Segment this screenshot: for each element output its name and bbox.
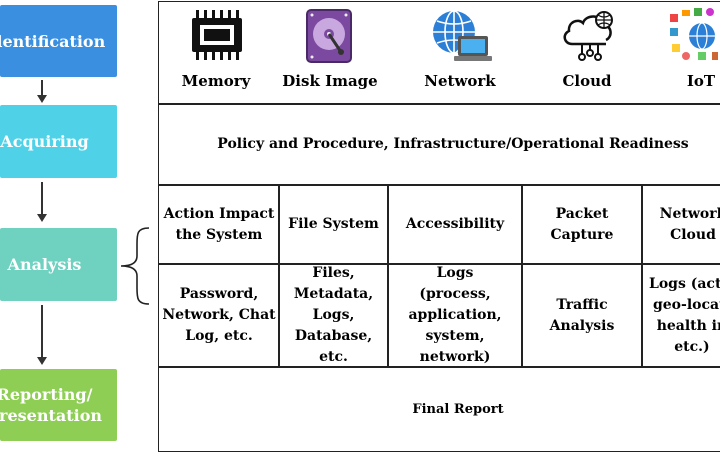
header-line: Cloud (670, 226, 716, 243)
cloud-icon (563, 11, 613, 61)
stage-acquiring: Acquiring (0, 105, 117, 178)
analysis-header: Action Impact the System (160, 186, 278, 263)
detail-line: Logs (activ (649, 275, 720, 292)
detail-line: Password, (179, 286, 259, 302)
divider (278, 184, 280, 367)
source-label-network: Network (424, 72, 496, 90)
divider (641, 184, 643, 367)
detail-line: application, (408, 307, 502, 323)
analysis-header: Accessibility (389, 186, 521, 263)
arrow-down-icon (36, 305, 48, 367)
stage-label: Identification (0, 31, 106, 51)
detail-line: health in (656, 317, 720, 334)
stage-label-line: Presentation (0, 406, 102, 425)
memory-chip-icon (192, 10, 242, 60)
source-label-iot: IoT (686, 72, 716, 90)
arrow-down-icon (36, 182, 48, 224)
detail-line: Network, Chat (162, 307, 276, 323)
analysis-header: File System (280, 186, 387, 263)
divider (158, 103, 720, 105)
header-line: Accessibility (405, 216, 505, 232)
detail-line: system, network) (419, 328, 491, 365)
header-line: the System (175, 226, 263, 243)
detail-line: Metadata, (293, 286, 374, 302)
final-report: Final Report (412, 401, 504, 417)
detail-line: geo-locati (652, 296, 720, 313)
header-line: Network (659, 205, 720, 222)
policy-row: Policy and Procedure, Infrastructure/Ope… (217, 135, 689, 152)
disk-image-icon (306, 9, 352, 63)
stage-analysis: Analysis (0, 228, 117, 301)
analysis-detail: Logs (process, application, system, network… (389, 265, 521, 366)
divider (158, 184, 720, 186)
detail-line: Log, etc. (185, 328, 253, 344)
framework-table (158, 1, 720, 452)
header-line: Packet Capture (550, 205, 614, 243)
analysis-detail: Files, Metadata, Logs, Database, etc. (280, 265, 387, 366)
stage-label: Analysis (7, 255, 82, 274)
curly-brace-icon (120, 227, 150, 305)
header-line: File System (288, 216, 379, 232)
detail-line: Logs (436, 265, 474, 281)
detail-line: etc.) (674, 338, 710, 355)
network-globe-icon (433, 10, 492, 61)
analysis-detail: Logs (activ geo-locati health in etc.) (643, 265, 720, 366)
detail-line: Logs, (312, 307, 355, 323)
stage-reporting: Reporting/ Presentation (0, 369, 117, 441)
analysis-header: Packet Capture (523, 186, 641, 263)
stage-label: Acquiring (0, 132, 89, 151)
divider (521, 184, 523, 367)
stage-label-line: Reporting/ (0, 385, 93, 404)
detail-line: Database, etc. (294, 328, 373, 365)
stage-identification: Identification (0, 5, 117, 77)
detail-line: Files, (312, 265, 355, 281)
iot-icon (670, 8, 718, 60)
divider (158, 263, 720, 265)
divider (387, 184, 389, 367)
source-label-disk-image: Disk Image (282, 72, 378, 90)
source-label-cloud: Cloud (562, 72, 612, 90)
header-line: Action Impact (163, 205, 275, 222)
detail-line: Traffic Analysis (549, 296, 615, 334)
analysis-detail: Traffic Analysis (523, 265, 641, 366)
arrow-down-icon (36, 80, 48, 104)
detail-line: (process, (419, 286, 491, 302)
divider (158, 366, 720, 368)
source-label-memory: Memory (181, 72, 251, 90)
